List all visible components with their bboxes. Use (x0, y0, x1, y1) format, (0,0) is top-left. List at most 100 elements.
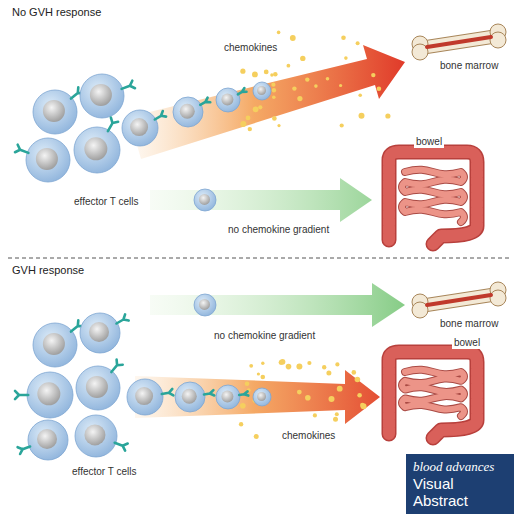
cell-nucleus (84, 137, 107, 160)
chemokine-dot (297, 390, 302, 395)
chemokine-dot (246, 116, 251, 121)
chemokine-arrow (129, 45, 405, 159)
organs (389, 24, 506, 438)
t-cell (194, 294, 216, 316)
cell-nucleus (84, 424, 105, 445)
cell-label: effector T cells (72, 196, 140, 208)
cell-nucleus (199, 194, 210, 205)
chemokine-dot (355, 377, 361, 383)
chemokine-dot (326, 371, 331, 376)
receptor (200, 98, 210, 105)
organ-label: bowel (452, 337, 482, 349)
organ-label: bowel (414, 136, 444, 148)
colon-outline (389, 352, 477, 438)
small-intestine-outline (402, 370, 464, 416)
t-cell (122, 110, 158, 146)
t-cell (216, 88, 240, 112)
receptor (238, 88, 247, 94)
chemokine-dot (357, 393, 362, 398)
cell-nucleus (90, 84, 112, 106)
cell-nucleus (36, 148, 58, 170)
chemokine-dot (361, 403, 367, 409)
chemokine-dot (305, 77, 309, 81)
receptor (204, 390, 214, 395)
chemokine-dot (333, 417, 338, 422)
chemokine-dot (272, 95, 276, 99)
colon (389, 152, 477, 244)
chemokine-dot (254, 434, 259, 439)
cell-label: effector T cells (70, 466, 138, 478)
organ-label: bone marrow (438, 60, 500, 72)
chemokine-dot (240, 403, 246, 409)
cell-nucleus (37, 382, 60, 405)
receptor (18, 447, 31, 455)
gradient-label: no chemokine gradient (212, 330, 317, 342)
t-cell (253, 82, 271, 100)
t-cell (253, 388, 271, 406)
receptor (122, 81, 135, 89)
colon-outline (389, 152, 477, 244)
receptor (15, 391, 28, 399)
t-cell (74, 127, 120, 173)
t-cell (80, 313, 120, 353)
cell-nucleus (257, 86, 266, 95)
chemokine-dot (290, 35, 296, 41)
chemokine-dot (286, 364, 292, 370)
chemokine-dot (258, 105, 262, 109)
cell-nucleus (257, 392, 266, 401)
colon (389, 352, 477, 438)
logo-box: blood advancesVisual Abstract (406, 454, 514, 514)
no-gradient-arrow (150, 283, 405, 327)
receptor (239, 391, 248, 395)
cell-nucleus (199, 299, 210, 310)
chemokine-dot (252, 72, 258, 78)
chemokine-dot (277, 31, 281, 35)
chemokine-dot (257, 372, 260, 375)
t-cell (127, 379, 163, 415)
chemokine-dot (335, 412, 339, 416)
chemokine-dot (314, 84, 318, 88)
gradient-label: no chemokine gradient (226, 224, 331, 236)
chemokine-dot (271, 83, 275, 87)
chemokine-arrow (135, 370, 380, 424)
chemokine-dot (358, 94, 362, 98)
t-cell (75, 415, 117, 457)
divider (8, 258, 512, 259)
bone (412, 282, 506, 318)
chemokine-dot (326, 77, 330, 81)
chemokine-dot (245, 382, 250, 387)
t-cell (76, 366, 120, 410)
receptor (111, 360, 122, 372)
chemokine-dot (335, 362, 339, 366)
cell-nucleus (43, 333, 65, 355)
cell-nucleus (37, 429, 57, 449)
receptor (155, 111, 166, 120)
bone-outline (420, 294, 498, 306)
bone-knob (490, 32, 506, 48)
chemokine-label: chemokines (222, 42, 279, 54)
cell-nucleus (43, 100, 65, 122)
panel-heading: GVH response (10, 264, 86, 276)
chemokine-dot (240, 121, 246, 127)
chemokine-dot (292, 86, 296, 90)
journal-name: blood advances (413, 459, 507, 475)
chemokine-dot (352, 370, 357, 375)
cell-nucleus (86, 376, 108, 398)
chemokine-dot (344, 56, 348, 60)
receptor (117, 314, 129, 323)
t-cell (175, 382, 205, 412)
chemokine-dot (297, 96, 302, 101)
chemokine-dot (377, 86, 382, 91)
receptor (162, 389, 174, 395)
bone-shaft (420, 294, 498, 306)
chemokine-dot (340, 123, 344, 127)
t-cell (173, 97, 203, 127)
t-cell (33, 90, 77, 134)
chemokine-dot (239, 422, 243, 426)
chemokine-dot (253, 106, 259, 112)
chemokine-dot (339, 84, 342, 87)
chemokine-dot (272, 116, 277, 121)
chemokine-dot (305, 395, 311, 401)
